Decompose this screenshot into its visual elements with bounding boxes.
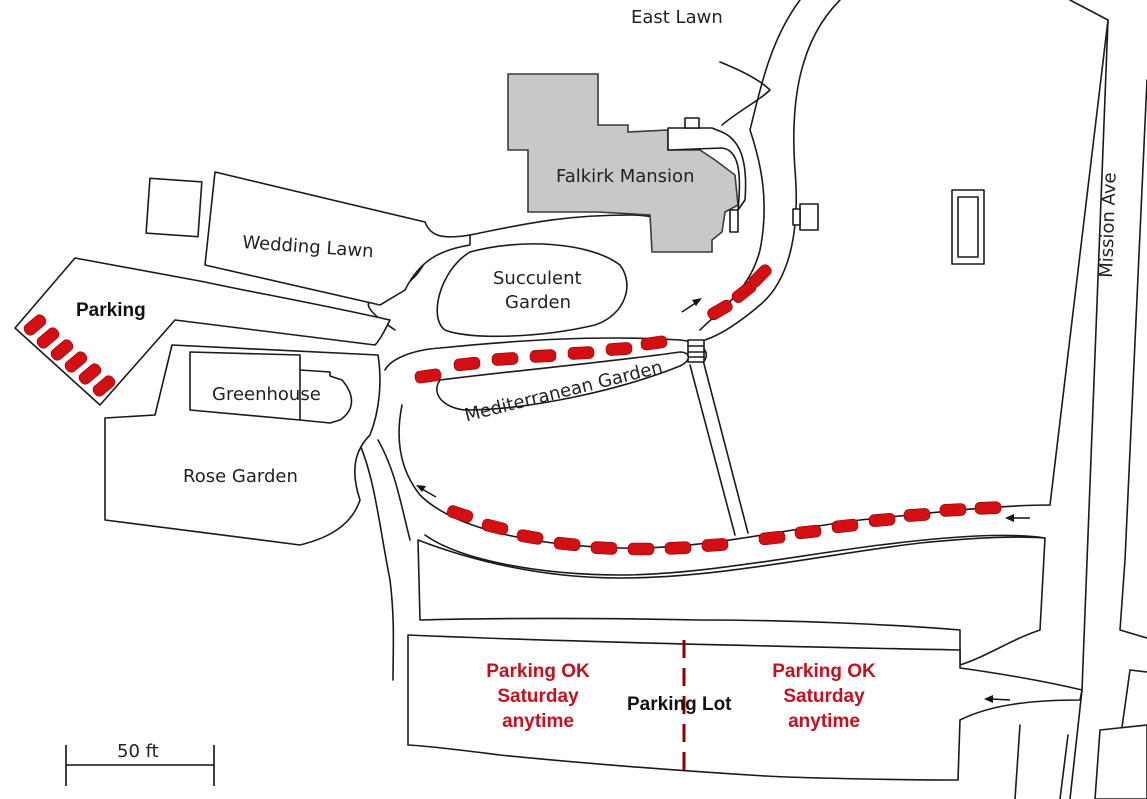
lot-south-edge [1014, 724, 1021, 799]
walkway-right [702, 359, 749, 534]
parking-lot-label: Parking Lot [627, 694, 732, 715]
car-icon [50, 339, 74, 361]
gate-house [799, 203, 819, 231]
west-drive-left [359, 444, 395, 681]
mission-ave-west-edge [1069, 19, 1109, 799]
southeast-block [1094, 724, 1147, 799]
parking-note-right-line-1: Parking OK [772, 661, 876, 682]
car-icon [553, 536, 581, 552]
car-icon [567, 346, 595, 360]
parking-note-left-line-3: anytime [502, 711, 574, 732]
car-group-west [23, 314, 116, 397]
mansion-door [729, 209, 739, 233]
car-icon [868, 513, 896, 527]
mansion-curve [719, 61, 771, 126]
wedding-lawn [204, 171, 471, 306]
parking-note-left-line-1: Parking OK [486, 661, 590, 682]
main-drive-loop-south-inner [424, 534, 1046, 576]
car-icon [627, 542, 655, 556]
greenhouse [189, 351, 353, 424]
mission-ave-label: Mission Ave [1096, 172, 1121, 278]
car-group-south-drive [446, 501, 1002, 556]
west-drive-right [377, 439, 411, 541]
reflecting-pool-inner [957, 196, 979, 258]
car-icon [640, 335, 668, 351]
parking-note-right-line-3: anytime [788, 711, 860, 732]
succulent-garden [436, 243, 628, 338]
parking-note-left: Parking OK Saturday anytime [486, 661, 590, 732]
walkway-left [689, 364, 736, 536]
car-icon [707, 299, 733, 321]
succulent-garden-label-1: Succulent [493, 268, 582, 289]
succulent-garden-label-2: Garden [505, 292, 571, 313]
direction-arrow-icon [984, 695, 1011, 703]
car-icon [831, 518, 859, 534]
rose-garden-label: Rose Garden [183, 466, 298, 487]
parking-note-right: Parking OK Saturday anytime [772, 661, 876, 732]
car-icon [453, 356, 481, 372]
car-group-north-drive [414, 264, 772, 384]
car-icon [605, 342, 633, 356]
car-icon [748, 264, 772, 288]
scale-bar [65, 745, 215, 786]
mansion-chimney [684, 117, 700, 129]
car-icon [794, 524, 822, 540]
mission-ave-east-edge [1119, 79, 1147, 639]
parking-note-right-line-2: Saturday [783, 686, 865, 707]
gate-post [792, 208, 801, 226]
east-lawn-label: East Lawn [631, 7, 723, 28]
car-icon [939, 503, 967, 517]
car-icon [903, 508, 931, 522]
car-icon [516, 529, 544, 545]
car-icon [664, 541, 692, 555]
walkway-steps [687, 339, 705, 363]
car-icon [36, 327, 60, 349]
car-icon [974, 501, 1002, 515]
mediterranean-garden [436, 351, 690, 411]
direction-arrow-icon [416, 485, 437, 498]
car-icon [481, 518, 509, 536]
car-icon [446, 505, 474, 523]
lot-south-edge-2 [1059, 734, 1069, 799]
west-parking-area [14, 257, 391, 406]
parking-lot-lower [407, 634, 1083, 781]
scale-label: 50 ft [117, 741, 159, 762]
car-icon [414, 368, 442, 384]
car-icon [590, 541, 618, 555]
direction-arrow-icon [1005, 514, 1030, 522]
car-icon [78, 363, 102, 385]
car-icon [491, 352, 519, 366]
parking-note-left-line-2: Saturday [497, 686, 579, 707]
car-icon [92, 375, 116, 397]
falkirk-mansion [507, 73, 739, 253]
mansion-label: Falkirk Mansion [556, 166, 694, 187]
car-icon [23, 314, 47, 336]
east-lawn-boundary [1049, 0, 1109, 506]
car-icon [529, 349, 557, 363]
car-icon [64, 351, 88, 373]
direction-arrow-icon [681, 298, 702, 313]
mansion-porch [667, 127, 747, 211]
parking-west-label: Parking [76, 300, 146, 321]
small-square [145, 177, 203, 238]
car-icon [758, 530, 786, 546]
car-icon [701, 538, 729, 552]
greenhouse-label: Greenhouse [212, 384, 321, 405]
parking-lot [417, 536, 1046, 666]
